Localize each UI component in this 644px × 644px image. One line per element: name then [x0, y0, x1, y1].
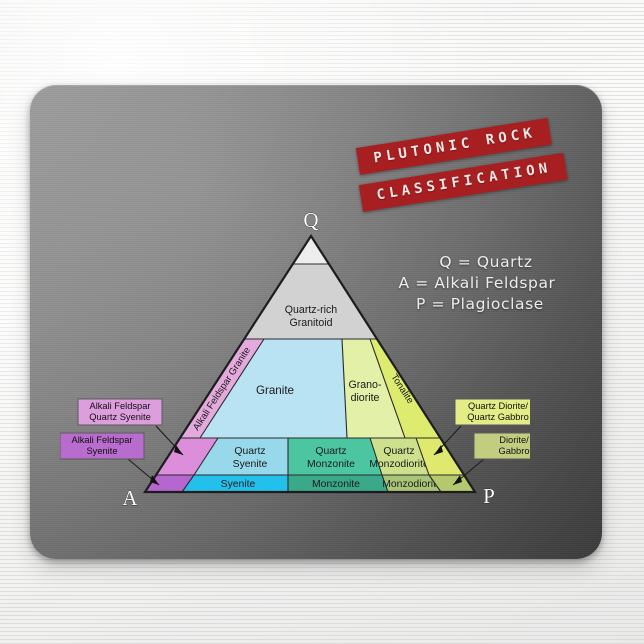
field-alkali-feldspar-syenite: [145, 475, 194, 492]
divider-granite-right: [341, 338, 348, 439]
callout-box-dg: [473, 432, 530, 460]
arrowhead-afs: [150, 475, 159, 485]
arrowhead-dg: [453, 475, 462, 485]
qap-ternary-diagram: Quartz-rich Granitoid Alkali Feldspar Gr…: [60, 208, 530, 510]
arrowhead-afqs: [174, 445, 183, 455]
legend-key: Q = Quartz A = Alkali Feldspar P = Plagi…: [372, 252, 582, 315]
field-label-quartz-rich-granitoid-line2: Granitoid: [290, 317, 333, 329]
field-monzonite: [288, 475, 388, 492]
field-label-granodiorite-line1: Grano-: [349, 379, 382, 391]
field-quartz-diorite-quartz-gabbro: [416, 438, 465, 475]
field-label-quartz-syenite-line1: Quartz: [234, 446, 265, 457]
callout-qdg-line1: Quartz Diorite/: [468, 401, 528, 411]
corner-label-p: P: [483, 484, 495, 508]
divider-monzonite-right: [381, 474, 389, 493]
divider-qmonzodiorite-right: [415, 437, 430, 476]
legend-line-a: A = Alkali Feldspar: [398, 273, 556, 292]
field-label-quartz-syenite-line2: Syenite: [233, 459, 268, 470]
divider-afqs-right: [193, 437, 219, 476]
legend-line-p: P = Plagioclase: [416, 294, 544, 313]
divider-granodiorite-right: [369, 338, 406, 439]
field-label-quartz-monzonite-line2: Monzonite: [307, 459, 355, 470]
field-quartz-rich-granitoid: [245, 264, 377, 339]
field-label-syenite: Syenite: [221, 479, 256, 490]
field-diorite-gabbro: [429, 475, 475, 492]
field-quartz-monzonite: [288, 438, 382, 475]
field-granodiorite: [342, 339, 405, 438]
field-label-quartz-monzodiorite-line1: Quartz: [383, 446, 414, 457]
callout-afqs-line2: Quartz Syenite: [89, 412, 151, 422]
legend-line-q: Q = Quartz: [439, 253, 533, 271]
field-alkali-feldspar-granite: [181, 339, 264, 438]
callout-afs-line1: Alkali Feldspar: [72, 435, 133, 445]
field-label-monzodiorite: Monzodiorite: [382, 479, 442, 490]
divider-afs-right: [181, 474, 195, 493]
callout-dg-line2: Gabbro: [498, 446, 529, 456]
callout-dg-line1: Diorite/: [499, 435, 529, 445]
callout-afqs-line1: Alkali Feldspar: [90, 401, 151, 411]
field-label-monzonite: Monzonite: [312, 479, 360, 490]
divider-qmonzonite-right: [369, 437, 383, 476]
callout-box-afqs: [77, 398, 163, 426]
field-label-granodiorite-line2: diorite: [351, 392, 380, 404]
divider-afg-left: [199, 338, 265, 439]
field-quartz-monzodiorite: [370, 438, 429, 475]
divider-monzodiorite-right: [428, 474, 442, 493]
callout-box-afs: [60, 432, 145, 460]
callout-box-qdg: [454, 398, 530, 426]
field-quartz-syenite: [194, 438, 288, 475]
callout-afs-line2: Syenite: [86, 446, 117, 456]
field-label-quartz-rich-granitoid-line1: Quartz-rich: [285, 304, 337, 316]
triangle-outline: [142, 233, 478, 494]
corner-label-a: A: [122, 486, 138, 510]
callout-qdg-line2: Quartz Gabbro: [467, 412, 529, 422]
field-label-granite: Granite: [256, 384, 294, 397]
field-label-quartz-monzodiorite-line2: Monzodiorite: [369, 459, 429, 470]
field-label-quartz-monzonite-line1: Quartz: [315, 446, 346, 457]
field-alkali-feldspar-quartz-syenite: [157, 438, 218, 475]
field-monzodiorite: [382, 475, 441, 492]
corner-label-q: Q: [303, 208, 318, 232]
arrowhead-qdg: [434, 445, 443, 455]
field-granite: [200, 339, 347, 438]
field-syenite: [182, 475, 288, 492]
field-quartzolite: [293, 236, 329, 264]
